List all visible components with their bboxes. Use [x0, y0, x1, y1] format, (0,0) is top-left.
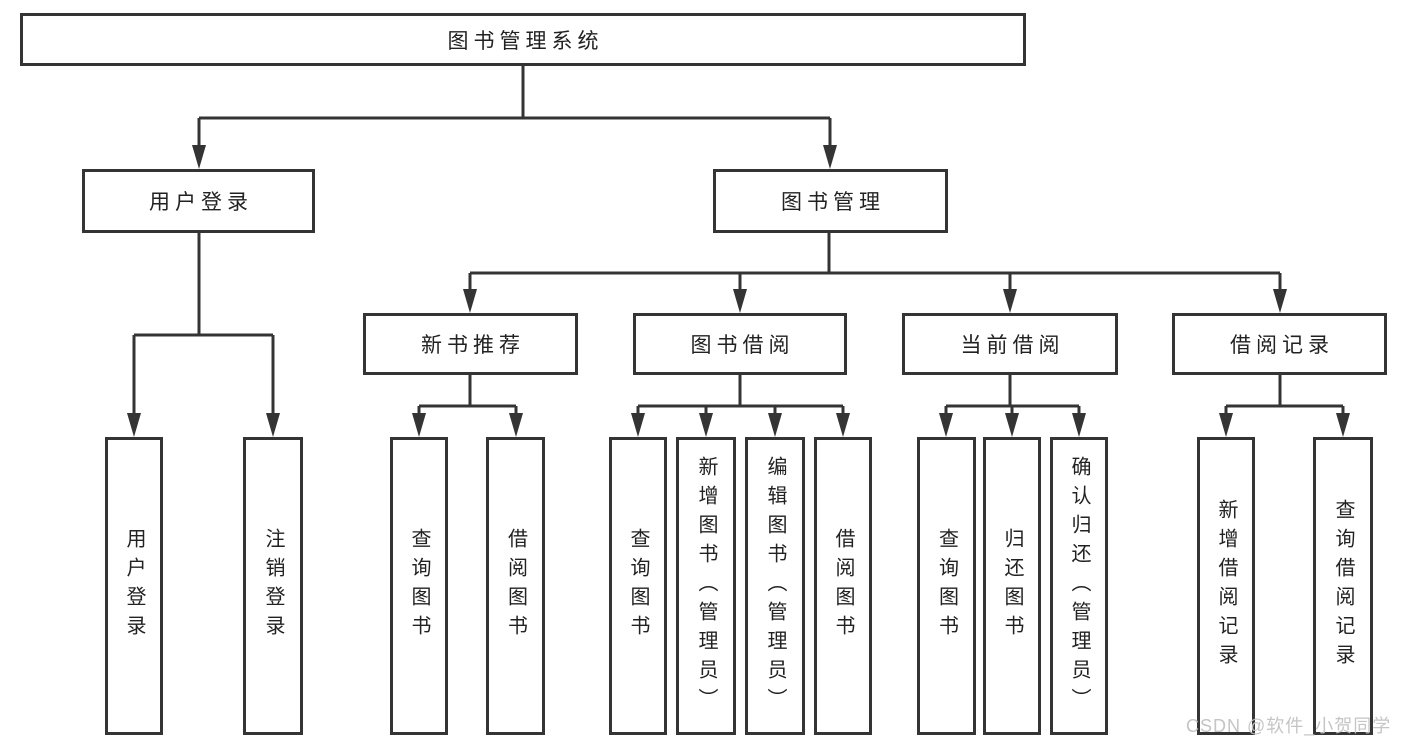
- leaf-query-borrow-record: 查询借阅记录: [1313, 437, 1373, 735]
- node-book-management-label: 图书管理: [781, 191, 885, 214]
- node-book-borrow-label: 图书借阅: [690, 334, 795, 357]
- leaf-confirm-return-admin: 确认归还（管理员）: [1050, 437, 1108, 735]
- node-book-management: 图书管理: [713, 169, 948, 233]
- node-borrow-records: 借阅记录: [1172, 313, 1387, 375]
- csdn-watermark: CSDN @软件_小贺同学: [1186, 716, 1392, 736]
- leaf-return-books: 归还图书: [983, 437, 1041, 735]
- leaf-add-borrow-record-label: 新增借阅记录: [1215, 499, 1237, 673]
- leaf-return-books-label: 归还图书: [1001, 528, 1023, 644]
- leaf-confirm-return-admin-label: 确认归还（管理员）: [1068, 455, 1090, 717]
- node-book-borrow: 图书借阅: [633, 313, 847, 375]
- node-borrow-records-label: 借阅记录: [1230, 334, 1334, 357]
- leaf-borrow-books-recommend: 借阅图书: [486, 437, 545, 735]
- leaf-query-borrow-record-label: 查询借阅记录: [1332, 499, 1354, 673]
- leaf-query-books-borrow: 查询图书: [609, 437, 667, 735]
- node-new-book-recommend-label: 新书推荐: [421, 334, 525, 357]
- node-current-borrow-label: 当前借阅: [960, 334, 1065, 357]
- node-root-label: 图书管理系统: [447, 29, 604, 53]
- leaf-borrow-books-label: 借阅图书: [832, 528, 854, 644]
- node-user-login: 用户登录: [82, 169, 315, 233]
- leaf-query-books-current-label: 查询图书: [935, 528, 958, 644]
- node-current-borrow: 当前借阅: [902, 313, 1118, 375]
- node-user-login-label: 用户登录: [149, 191, 253, 214]
- leaf-logout: 注销登录: [243, 437, 303, 735]
- leaf-borrow-books: 借阅图书: [814, 437, 872, 735]
- leaf-user-login: 用户登录: [105, 437, 163, 735]
- leaf-borrow-books-recommend-label: 借阅图书: [504, 528, 527, 644]
- node-root: 图书管理系统: [20, 13, 1026, 66]
- leaf-edit-book-admin: 编辑图书（管理员）: [745, 437, 805, 735]
- node-new-book-recommend: 新书推荐: [363, 313, 578, 375]
- leaf-add-book-admin-label: 新增图书（管理员）: [695, 455, 717, 717]
- leaf-query-books-current: 查询图书: [917, 437, 976, 735]
- leaf-edit-book-admin-label: 编辑图书（管理员）: [764, 455, 786, 717]
- leaf-add-borrow-record: 新增借阅记录: [1197, 437, 1255, 735]
- leaf-query-books-borrow-label: 查询图书: [627, 528, 649, 644]
- leaf-logout-label: 注销登录: [262, 528, 284, 644]
- leaf-user-login-label: 用户登录: [123, 528, 145, 644]
- leaf-add-book-admin: 新增图书（管理员）: [676, 437, 736, 735]
- arrowheads: [127, 145, 1350, 437]
- leaf-query-books-recommend: 查询图书: [390, 437, 448, 735]
- leaf-query-books-recommend-label: 查询图书: [408, 528, 430, 644]
